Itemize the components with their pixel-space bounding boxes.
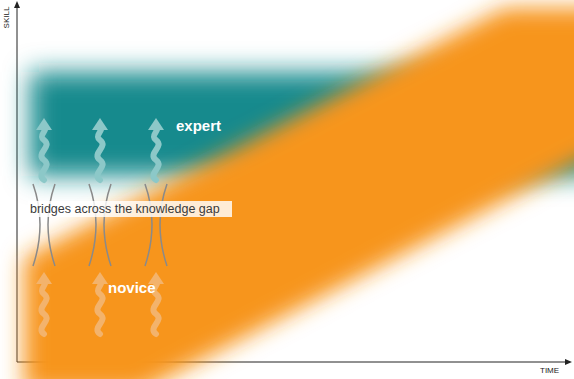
bridge bbox=[145, 118, 167, 334]
squiggle-head bbox=[148, 118, 164, 130]
bridge-rail bbox=[33, 184, 40, 266]
novice-squiggle bbox=[41, 280, 46, 334]
squiggle-head bbox=[36, 118, 52, 130]
bridge-rail bbox=[89, 184, 96, 266]
axis-label: SKILL bbox=[2, 7, 11, 29]
skill-axis bbox=[17, 6, 18, 362]
novice-band-fill bbox=[24, 8, 574, 379]
bridge-rail bbox=[160, 184, 167, 266]
squiggle-head bbox=[36, 272, 52, 284]
bridge-rail bbox=[104, 184, 111, 266]
band-label: expert bbox=[176, 117, 221, 134]
bridge bbox=[33, 118, 55, 334]
band-label: novice bbox=[108, 279, 156, 296]
annotation: bridges across the knowledge gap bbox=[28, 201, 232, 217]
expert-squiggle bbox=[97, 126, 102, 180]
squiggle-head bbox=[148, 272, 164, 284]
expert-squiggle bbox=[153, 126, 158, 180]
squiggle-head bbox=[92, 118, 108, 130]
axis-arrowhead bbox=[565, 359, 572, 365]
bridge-rail bbox=[145, 184, 152, 266]
novice-squiggle bbox=[97, 280, 102, 334]
bridge-rail bbox=[48, 184, 55, 266]
squiggle-head bbox=[92, 272, 108, 284]
axis-label: TIME bbox=[540, 366, 559, 375]
novice-squiggle bbox=[153, 280, 158, 334]
expert-squiggle bbox=[41, 126, 46, 180]
axis-arrowhead bbox=[14, 1, 20, 8]
bridge bbox=[89, 118, 111, 334]
